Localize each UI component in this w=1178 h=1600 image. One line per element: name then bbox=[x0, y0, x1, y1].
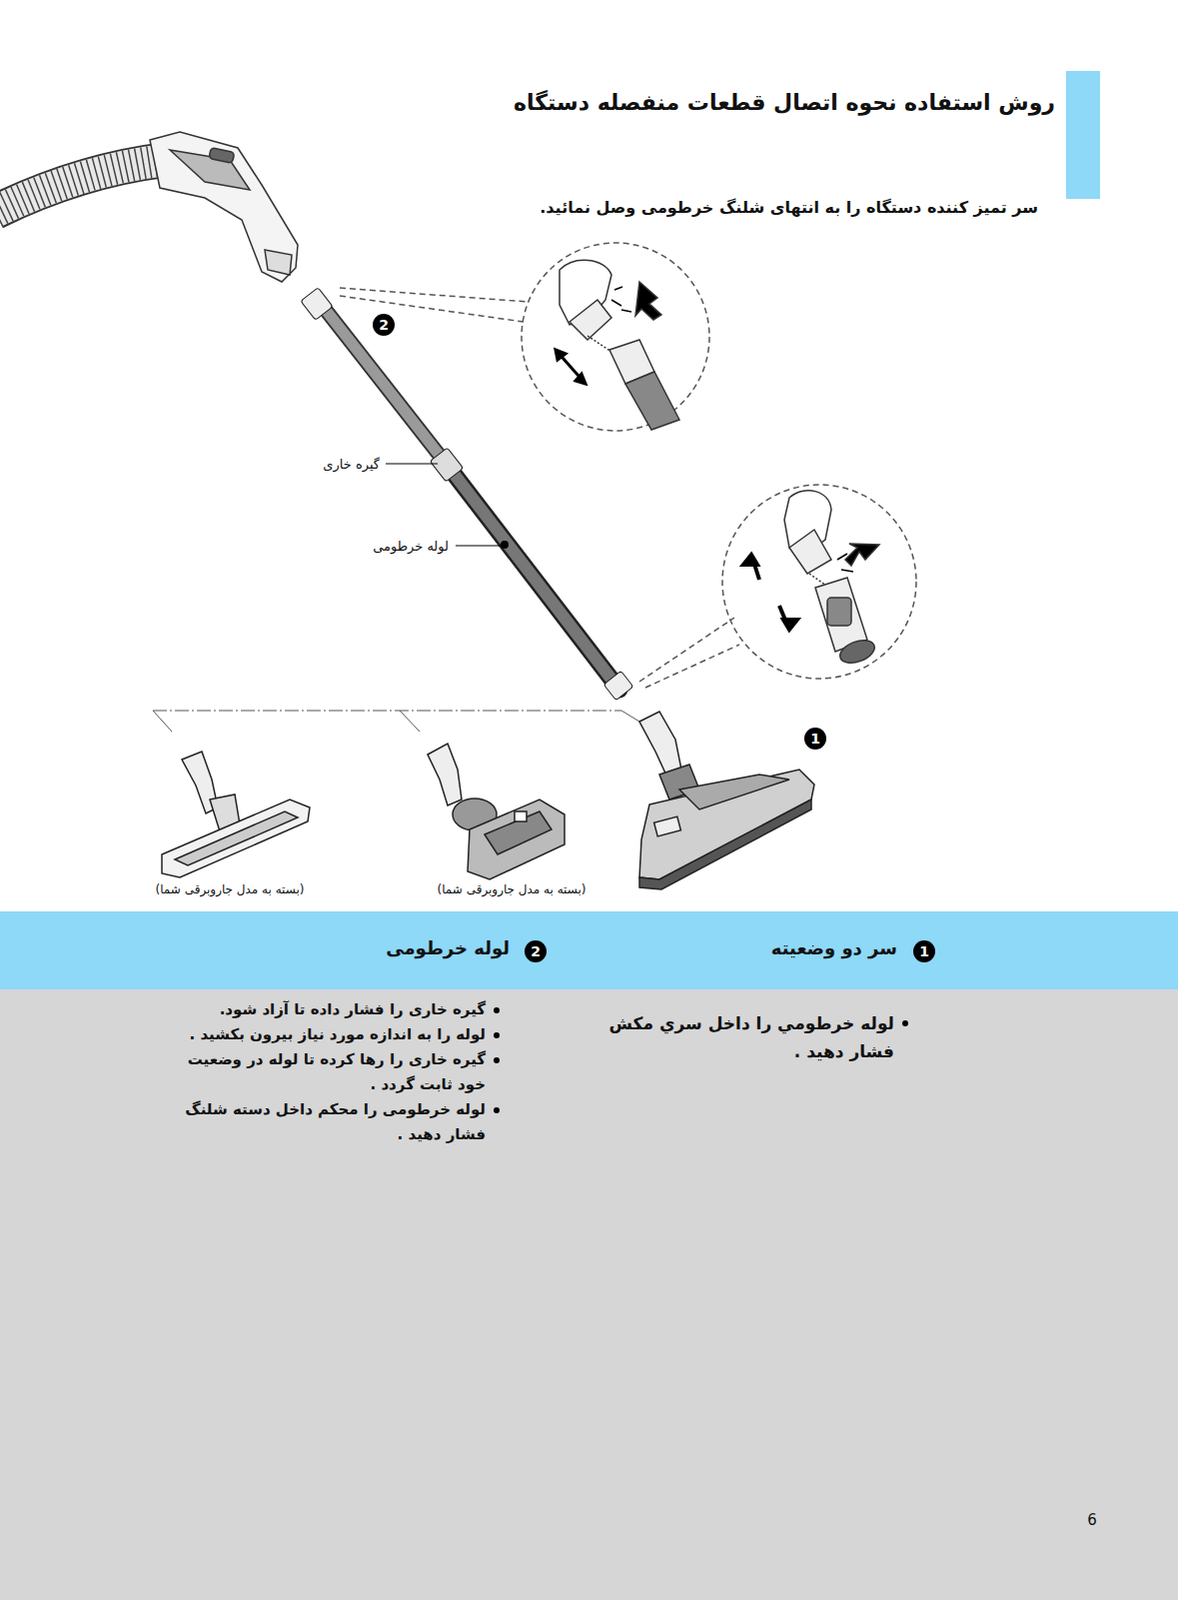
instruction-text: لوله خرطومي را داخل سري مكش فشار دهید . bbox=[578, 1009, 895, 1066]
hose-handle bbox=[149, 131, 298, 282]
callout-number: 1 bbox=[804, 727, 827, 750]
instruction-text: لوله را به اندازه مورد نیاز بیرون بکشید … bbox=[189, 1022, 486, 1048]
bullet-dot bbox=[493, 1107, 500, 1114]
flat-nozzle bbox=[161, 751, 310, 878]
leader-line bbox=[385, 463, 438, 465]
leader-line bbox=[455, 545, 502, 547]
instruction-panel: لوله خرطومي را داخل سري مكش فشار دهید . گ… bbox=[0, 989, 1178, 1600]
floor-nozzle bbox=[639, 711, 815, 890]
bullet-column: لوله خرطومي را داخل سري مكش فشار دهید . bbox=[578, 1009, 909, 1066]
bullet-row: گیره خاری را رها کرده تا لوله در وضعیت خ… bbox=[179, 1047, 500, 1098]
bullet-row: لوله خرطومي را داخل سري مكش فشار دهید . bbox=[578, 1009, 909, 1066]
option-note: (بسته به مدل جاروبرقی شما) bbox=[155, 882, 305, 897]
option-bracket bbox=[152, 710, 640, 732]
option-note: (بسته به مدل جاروبرقی شما) bbox=[437, 882, 587, 897]
hose bbox=[0, 159, 165, 212]
bullet-row: گیره خاری را فشار داده تا آزاد شود. bbox=[179, 997, 500, 1023]
bullet-column: گیره خاری را فشار داده تا آزاد شود.لوله … bbox=[179, 997, 500, 1148]
part-label: گیره خاری bbox=[322, 456, 380, 472]
detail-pipe-to-nozzle bbox=[743, 490, 880, 668]
bullet-row: لوله خرطومی را محکم داخل دسته شلنگ فشار … bbox=[179, 1097, 500, 1148]
page-number: 6 bbox=[1087, 1510, 1098, 1529]
instruction-caption: سر تمیز کننده دستگاه را به انتهای شلنگ خ… bbox=[539, 197, 1039, 217]
part-label: لوله خرطومی bbox=[372, 538, 449, 554]
accent-bar bbox=[1066, 70, 1101, 199]
bullet-dot bbox=[493, 1032, 500, 1039]
turbo-nozzle bbox=[427, 743, 565, 880]
instruction-text: گیره خاری را رها کرده تا لوله در وضعیت خ… bbox=[179, 1047, 486, 1098]
callout-number: 2 bbox=[372, 313, 395, 336]
instruction-text: لوله خرطومی را محکم داخل دسته شلنگ فشار … bbox=[179, 1097, 486, 1148]
telescopic-pipe bbox=[300, 287, 634, 701]
bullet-dot bbox=[902, 1020, 909, 1027]
bullet-dot bbox=[493, 1007, 500, 1014]
instruction-text: گیره خاری را فشار داده تا آزاد شود. bbox=[219, 997, 486, 1023]
callout-number: 1 bbox=[913, 940, 936, 963]
bullet-dot bbox=[493, 1057, 500, 1064]
page-title: روش استفاده نحوه اتصال قطعات منفصله دستگ… bbox=[513, 89, 1056, 115]
detail-guide bbox=[339, 242, 917, 688]
callout-number: 2 bbox=[524, 940, 547, 963]
section-heading: سر دو وضعیته bbox=[771, 937, 898, 959]
detail-pipe-to-handle bbox=[555, 259, 680, 430]
bullet-row: لوله را به اندازه مورد نیاز بیرون بکشید … bbox=[179, 1022, 500, 1048]
section-heading: لوله خرطومی bbox=[385, 937, 510, 959]
heading-band: سر دو وضعیته لوله خرطومی bbox=[0, 911, 1178, 990]
